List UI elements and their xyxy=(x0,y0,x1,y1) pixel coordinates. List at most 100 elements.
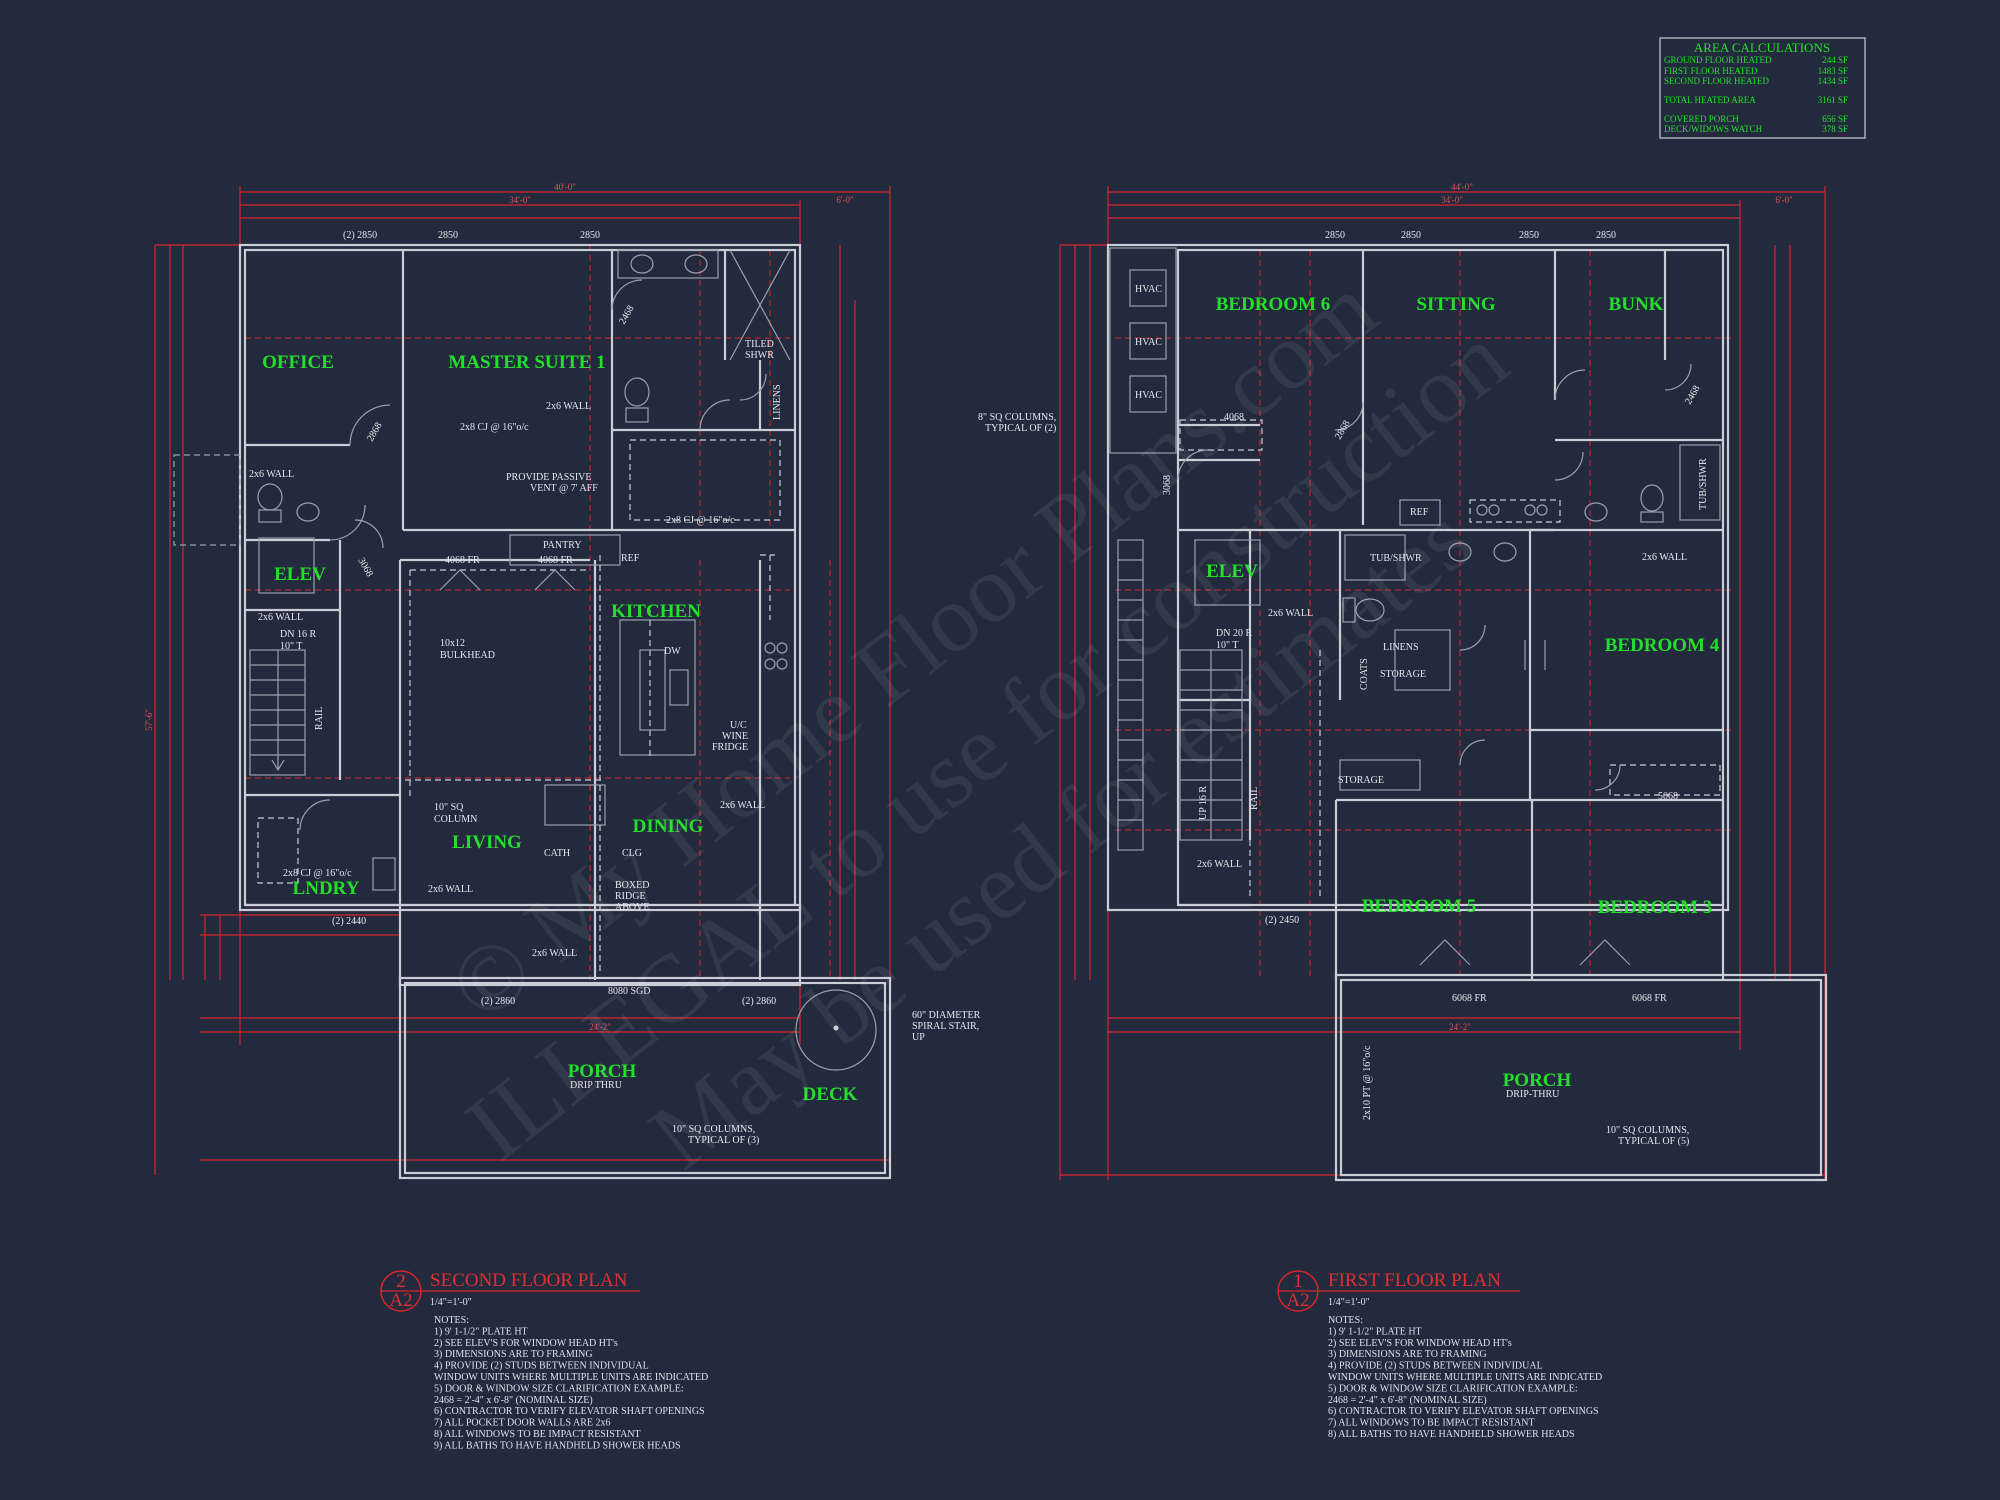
note-line: NOTES: xyxy=(434,1315,469,1326)
stair-label: DN 20 R xyxy=(1216,628,1252,639)
area-row-label: COVERED PORCH xyxy=(1664,114,1739,124)
room-kitchen: KITCHEN xyxy=(611,601,701,622)
window-label: 2850 xyxy=(1401,230,1421,241)
room-bedroom-6: BEDROOM 6 xyxy=(1216,294,1331,315)
window-label: (2) 2860 xyxy=(742,996,776,1007)
area-row-value: 1434 SF xyxy=(1818,76,1848,86)
note-line: 8) ALL WINDOWS TO BE IMPACT RESISTANT xyxy=(434,1429,641,1440)
note-line: 7) ALL POCKET DOOR WALLS ARE 2x6 xyxy=(434,1418,611,1429)
room-porch: PORCH xyxy=(1503,1070,1572,1091)
bulkhead-label: 10x12 xyxy=(440,638,465,649)
door-label: 4068 xyxy=(1224,412,1244,423)
door-label: 2468 xyxy=(1683,384,1703,407)
note-line: 5) DOOR & WINDOW SIZE CLARIFICATION EXAM… xyxy=(434,1383,684,1394)
note-line: WINDOW UNITS WHERE MULTIPLE UNITS ARE IN… xyxy=(1328,1372,1602,1383)
column-note: TYPICAL OF (2) xyxy=(985,423,1056,434)
stair-label: UP 16 R xyxy=(1198,786,1209,820)
ref-label: REF xyxy=(621,553,640,564)
area-row-value: 1483 SF xyxy=(1818,66,1848,76)
plan-scale: 1/4"=1'-0" xyxy=(1328,1297,1370,1308)
shower-label: SHWR xyxy=(745,350,774,361)
door-label: 8080 SGD xyxy=(608,986,651,997)
second-floor-plan: 40'-0" 34'-0" 6'-0" 24'-2" 57'-6" xyxy=(144,182,981,1451)
area-row-label: GROUND FLOOR HEATED xyxy=(1664,55,1772,65)
stair-label: 10" T xyxy=(280,641,303,652)
bath-fixtures xyxy=(1342,484,1664,670)
area-row-value: 656 SF xyxy=(1822,114,1848,124)
joist-label: 2x10 PT @ 16"o/c xyxy=(1362,1045,1373,1120)
staircase xyxy=(249,649,306,776)
window-label: (2) 2440 xyxy=(332,916,366,927)
note-line: 4) PROVIDE (2) STUDS BETWEEN INDIVIDUAL xyxy=(434,1361,649,1372)
note-line: 8) ALL BATHS TO HAVE HANDHELD SHOWER HEA… xyxy=(1328,1429,1575,1440)
dim-bottom: 24'-2" xyxy=(1449,1022,1471,1032)
room-office: OFFICE xyxy=(262,352,334,373)
area-calculations-table: AREA CALCULATIONS GROUND FLOOR HEATED 24… xyxy=(1659,37,1866,139)
note-line: 1) 9' 1-1/2" PLATE HT xyxy=(1328,1326,1422,1337)
wall-label: 2x6 WALL xyxy=(1197,859,1242,870)
staircase xyxy=(1117,539,1243,851)
spiral-note: SPIRAL STAIR, xyxy=(912,1021,979,1032)
second-floor-notes: NOTES:1) 9' 1-1/2" PLATE HT2) SEE ELEV'S… xyxy=(434,1315,708,1451)
joist-label: 2x8 CJ @ 16"o/c xyxy=(666,515,735,526)
area-calc-title: AREA CALCULATIONS xyxy=(1694,40,1830,55)
plan-title: FIRST FLOOR PLAN xyxy=(1328,1270,1501,1291)
vent-note: PROVIDE PASSIVE xyxy=(506,472,591,483)
storage-label: STORAGE xyxy=(1380,669,1426,680)
column-label: COLUMN xyxy=(434,814,477,825)
wall-label: 2x6 WALL xyxy=(1642,552,1687,563)
wine-fridge-label: WINE xyxy=(722,731,748,742)
joist-label: 2x8 CJ @ 16"o/c xyxy=(283,868,352,879)
ridge-label: BOXED xyxy=(615,880,649,891)
area-row-label: SECOND FLOOR HEATED xyxy=(1664,76,1770,86)
first-floor-title-block: 1 A2 FIRST FLOOR PLAN 1/4"=1'-0" xyxy=(1277,1270,1520,1312)
dim-porch-width: 6'-0" xyxy=(1775,195,1793,205)
wall-label: 2x6 WALL xyxy=(1268,608,1313,619)
wall-label: 2x6 WALL xyxy=(720,800,765,811)
linens-label: LINENS xyxy=(772,384,783,420)
room-bedroom-5: BEDROOM 5 xyxy=(1362,896,1477,917)
door-label: 3068 xyxy=(1162,475,1173,495)
dim-house-width: 34'-0" xyxy=(509,195,531,205)
window-label: (2) 2860 xyxy=(481,996,515,1007)
note-line: 2) SEE ELEV'S FOR WINDOW HEAD HT's xyxy=(434,1338,618,1349)
ridge-label: ABOVE xyxy=(615,902,649,913)
column-note: 10" SQ COLUMNS, xyxy=(672,1124,755,1135)
ceiling-label: CATH xyxy=(544,848,570,859)
pantry-label: PANTRY xyxy=(543,540,582,551)
tub-label: TUB/SHWR xyxy=(1698,458,1709,510)
note-line: 3) DIMENSIONS ARE TO FRAMING xyxy=(434,1349,593,1360)
coats-label: COATS xyxy=(1359,658,1370,690)
porch-note: DRIP THRU xyxy=(570,1080,623,1091)
note-line: 2468 = 2'-4" x 6'-8" (NOMINAL SIZE) xyxy=(1328,1395,1487,1406)
ceiling-label: CLG xyxy=(622,848,642,859)
second-floor-title-block: 2 A2 SECOND FLOOR PLAN 1/4"=1'-0" xyxy=(380,1270,640,1312)
wall-label: 2x6 WALL xyxy=(532,948,577,959)
hvac-label: HVAC xyxy=(1135,390,1162,401)
door-label: 4068 FR xyxy=(445,555,480,566)
column-label: 10" SQ xyxy=(434,802,464,813)
door-label: 5068 xyxy=(1658,791,1678,802)
wine-fridge-label: U/C xyxy=(730,720,747,731)
wall-label: 2x6 WALL xyxy=(546,401,591,412)
spiral-stair-center xyxy=(833,1025,839,1031)
dishwasher-label: DW xyxy=(664,646,681,657)
first-floor-plan: 44'-0" 34'-0" 6'-0" 24'-2" xyxy=(978,182,1828,1440)
column-note: TYPICAL OF (5) xyxy=(1618,1136,1689,1147)
dim-deck-width: 6'-0" xyxy=(836,195,854,205)
stair-label: 10" T xyxy=(1216,640,1239,651)
note-line: NOTES: xyxy=(1328,1315,1363,1326)
room-porch: PORCH xyxy=(568,1061,637,1082)
wine-fridge-label: FRIDGE xyxy=(712,742,748,753)
interior-walls xyxy=(245,250,795,980)
first-floor-notes: NOTES:1) 9' 1-1/2" PLATE HT2) SEE ELEV'S… xyxy=(1328,1315,1602,1440)
note-line: 5) DOOR & WINDOW SIZE CLARIFICATION EXAM… xyxy=(1328,1383,1578,1394)
drawing-number: 2 xyxy=(396,1271,406,1292)
interior-walls xyxy=(1109,247,1723,980)
note-line: 1) 9' 1-1/2" PLATE HT xyxy=(434,1326,528,1337)
door-swings xyxy=(299,279,767,831)
door-label: 2868 xyxy=(365,421,385,444)
door-label: 4068 FR xyxy=(538,555,573,566)
bulkhead-label: BULKHEAD xyxy=(440,650,495,661)
